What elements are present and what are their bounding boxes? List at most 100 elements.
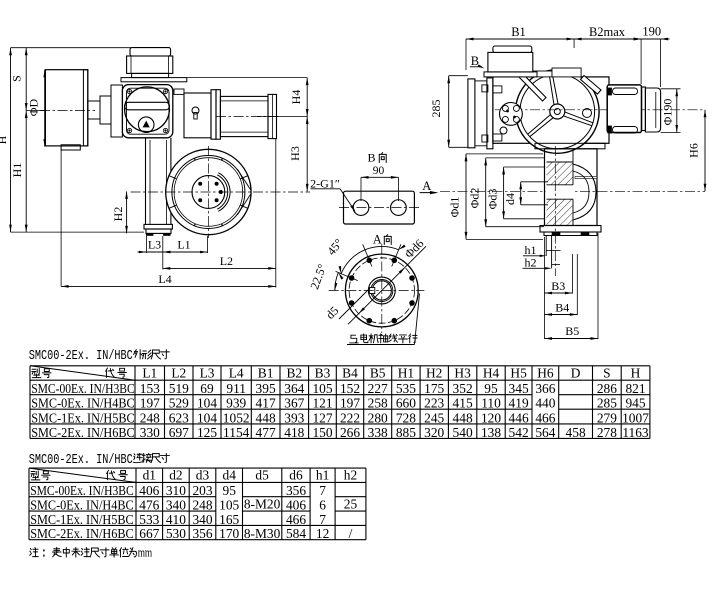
svg-text:419: 419	[509, 396, 529, 411]
svg-text:153: 153	[140, 381, 160, 396]
svg-text:660: 660	[396, 396, 416, 411]
svg-text:190: 190	[642, 25, 661, 39]
svg-text:d1: d1	[143, 468, 156, 483]
svg-text:Φ190: Φ190	[660, 99, 674, 126]
svg-text:245: 245	[424, 410, 444, 425]
svg-text:90: 90	[373, 165, 385, 177]
svg-text:667: 667	[139, 526, 159, 541]
svg-text:Φd2: Φd2	[467, 188, 481, 209]
svg-text:519: 519	[169, 381, 189, 396]
svg-text:H5: H5	[510, 365, 527, 380]
svg-text:B3: B3	[315, 365, 331, 380]
svg-text:8-M20: 8-M20	[244, 496, 281, 511]
svg-text:175: 175	[424, 381, 444, 396]
svg-text:352: 352	[453, 381, 473, 396]
svg-text:623: 623	[169, 410, 189, 425]
svg-text:285: 285	[429, 100, 443, 118]
svg-text:330: 330	[140, 425, 160, 440]
svg-text:1052: 1052	[223, 410, 250, 425]
svg-text:H: H	[0, 135, 9, 144]
svg-text:393: 393	[284, 410, 304, 425]
svg-text:SMC-1Ex. IN/H5BC: SMC-1Ex. IN/H5BC	[31, 410, 135, 425]
svg-text:SMC-00Ex. IN/H3BC: SMC-00Ex. IN/H3BC	[31, 381, 135, 396]
svg-text:S: S	[603, 365, 610, 380]
svg-text:203: 203	[192, 483, 212, 498]
svg-text:SMC-2Ex. IN/H6BC: SMC-2Ex. IN/H6BC	[31, 425, 135, 440]
svg-text:105: 105	[219, 498, 239, 513]
svg-text:418: 418	[284, 425, 304, 440]
svg-text:939: 939	[226, 396, 246, 411]
svg-text:Φd3: Φd3	[485, 189, 499, 210]
svg-text:197: 197	[340, 396, 360, 411]
svg-text:728: 728	[396, 410, 416, 425]
svg-text:d2: d2	[169, 468, 182, 483]
svg-text:h2: h2	[525, 255, 537, 269]
svg-text:H1: H1	[398, 365, 414, 380]
svg-text:H6: H6	[686, 143, 700, 158]
svg-text:12: 12	[316, 526, 329, 541]
svg-text:477: 477	[256, 425, 276, 440]
svg-text:B: B	[471, 54, 479, 68]
svg-text:h2: h2	[344, 468, 357, 483]
svg-text:H: H	[631, 365, 641, 380]
svg-text:364: 364	[284, 381, 304, 396]
svg-text:/: /	[349, 526, 353, 541]
svg-text:h1: h1	[525, 243, 537, 257]
svg-text:110: 110	[481, 396, 501, 411]
svg-text:SMC00-2Ex. IN/HBC: SMC00-2Ex. IN/HBC	[29, 452, 133, 468]
svg-text:535: 535	[396, 381, 416, 396]
svg-text:d6: d6	[289, 468, 303, 483]
svg-text:L3: L3	[200, 365, 215, 380]
svg-text:564: 564	[535, 425, 555, 440]
svg-text:345: 345	[509, 381, 529, 396]
svg-text:6: 6	[319, 498, 326, 513]
svg-text:104: 104	[197, 396, 217, 411]
svg-text:A: A	[422, 179, 431, 193]
svg-text:d4: d4	[503, 193, 517, 205]
svg-text:B2: B2	[286, 365, 302, 380]
svg-text:945: 945	[625, 396, 645, 411]
svg-text:356: 356	[286, 483, 306, 498]
svg-text:L1: L1	[142, 365, 157, 380]
svg-text:885: 885	[396, 425, 416, 440]
svg-text:542: 542	[509, 425, 529, 440]
svg-text:d4: d4	[223, 468, 237, 483]
svg-text:466: 466	[535, 410, 555, 425]
svg-text:258: 258	[368, 396, 388, 411]
svg-text:197: 197	[140, 396, 160, 411]
svg-text:266: 266	[340, 425, 360, 440]
svg-text:B2max: B2max	[589, 25, 626, 39]
svg-text:8-M30: 8-M30	[244, 526, 281, 541]
svg-text:SMC-0Ex. IN/H4BC: SMC-0Ex. IN/H4BC	[30, 498, 134, 513]
svg-text:222: 222	[340, 410, 360, 425]
svg-text:104: 104	[197, 410, 217, 425]
svg-text:227: 227	[368, 381, 388, 396]
svg-text:170: 170	[219, 526, 239, 541]
svg-text:530: 530	[166, 526, 186, 541]
svg-text:448: 448	[453, 410, 473, 425]
svg-text:1154: 1154	[223, 425, 250, 440]
svg-text:120: 120	[481, 410, 501, 425]
svg-text:821: 821	[625, 381, 645, 396]
svg-text:1007: 1007	[622, 410, 649, 425]
svg-text:446: 446	[509, 410, 529, 425]
svg-text:SMC-0Ex. IN/H4BC: SMC-0Ex. IN/H4BC	[31, 396, 135, 411]
svg-text:584: 584	[286, 526, 306, 541]
svg-text:H4: H4	[483, 365, 500, 380]
svg-text:340: 340	[192, 512, 212, 527]
svg-text:367: 367	[284, 396, 304, 411]
svg-text:2-G1″: 2-G1″	[310, 176, 340, 190]
svg-text:H1: H1	[10, 163, 24, 178]
svg-text:125: 125	[197, 425, 217, 440]
svg-text:127: 127	[312, 410, 332, 425]
svg-text:448: 448	[256, 410, 276, 425]
svg-text:L4: L4	[229, 365, 244, 380]
svg-text:105: 105	[312, 381, 332, 396]
svg-text:406: 406	[286, 498, 306, 513]
svg-text:L2: L2	[220, 254, 233, 268]
svg-text:356: 356	[192, 526, 212, 541]
svg-text:B5: B5	[565, 324, 579, 338]
svg-text:H6: H6	[537, 365, 554, 380]
svg-text:25: 25	[344, 496, 358, 511]
svg-text:SMC-00Ex. IN/H3BC: SMC-00Ex. IN/H3BC	[30, 483, 134, 498]
